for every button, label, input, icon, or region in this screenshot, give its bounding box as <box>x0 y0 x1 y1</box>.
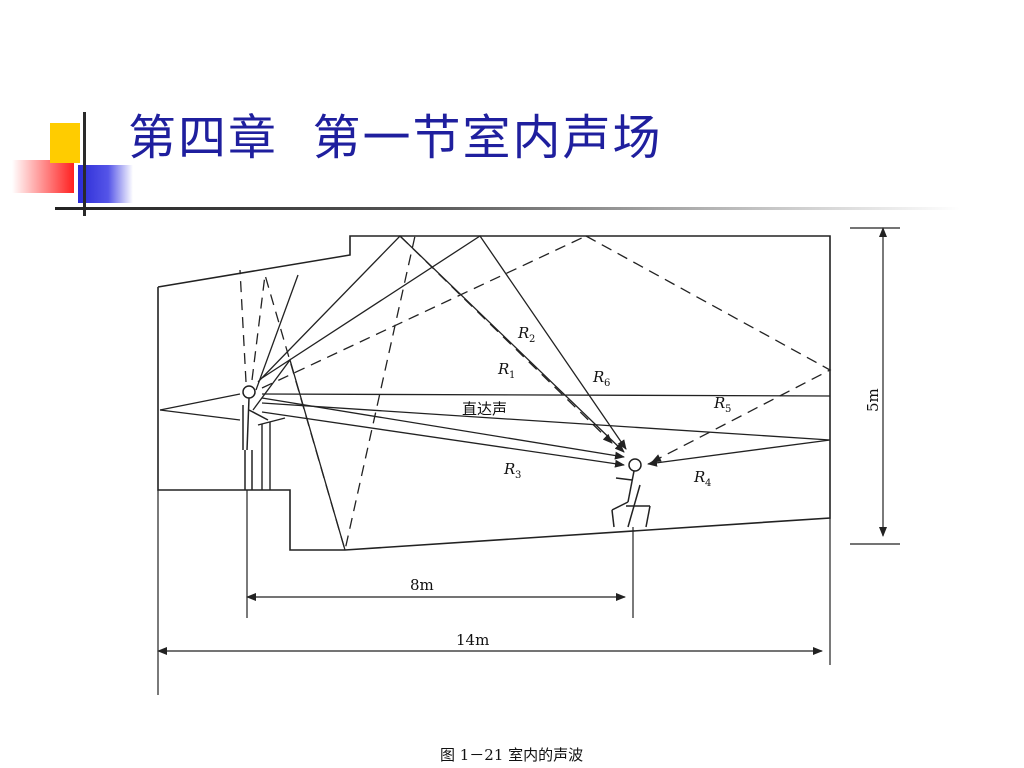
direct-sound-ray <box>261 397 625 460</box>
ray-r4 <box>647 439 831 467</box>
label-direct-sound: 直达声 <box>462 400 507 418</box>
speaker-figure <box>242 385 269 490</box>
podium <box>257 417 286 490</box>
label-r6-sub: 6 <box>604 378 610 389</box>
ray-horizontal <box>261 393 831 397</box>
dimension-8m-label: 8m <box>410 576 434 594</box>
dashed-rays <box>239 235 832 551</box>
ray-r5 <box>585 235 832 463</box>
ray-r6 <box>399 235 613 444</box>
label-r1-sub: 1 <box>509 370 515 381</box>
label-r5-sub: 5 <box>725 404 731 415</box>
label-r4: R <box>693 468 705 486</box>
ray-r2 <box>261 235 627 450</box>
solid-rays <box>159 235 831 551</box>
ray-r4-incident <box>261 402 831 441</box>
room-outline <box>157 235 831 695</box>
label-r3: R <box>503 460 515 478</box>
label-r4-sub: 4 <box>705 478 711 489</box>
label-r2: R <box>517 324 529 342</box>
decor-red-block <box>12 160 74 193</box>
label-r5: R <box>713 394 725 412</box>
label-r2-sub: 2 <box>529 334 535 345</box>
title-underline <box>55 207 960 210</box>
dimension-14m-label: 14m <box>456 631 489 649</box>
diagram-labels: 直达声 R 1 R 2 R 3 R 4 R 5 R 6 5m 8m 14m 图 … <box>410 324 882 764</box>
slide-title: 第四章 第一节室内声场 <box>128 110 663 166</box>
listener-figure <box>611 458 651 528</box>
figure-caption: 图 1－21 室内的声波 <box>440 746 583 764</box>
dimension-height-label: 5m <box>864 388 882 412</box>
decor-yellow-block <box>50 123 80 163</box>
dimension-lines <box>157 227 900 665</box>
label-r1: R <box>497 360 509 378</box>
decor-blue-block <box>78 165 133 203</box>
decor-vertical-line <box>83 112 86 216</box>
ray-r3 <box>261 411 625 468</box>
label-r3-sub: 3 <box>515 470 521 481</box>
label-r6: R <box>592 368 604 386</box>
